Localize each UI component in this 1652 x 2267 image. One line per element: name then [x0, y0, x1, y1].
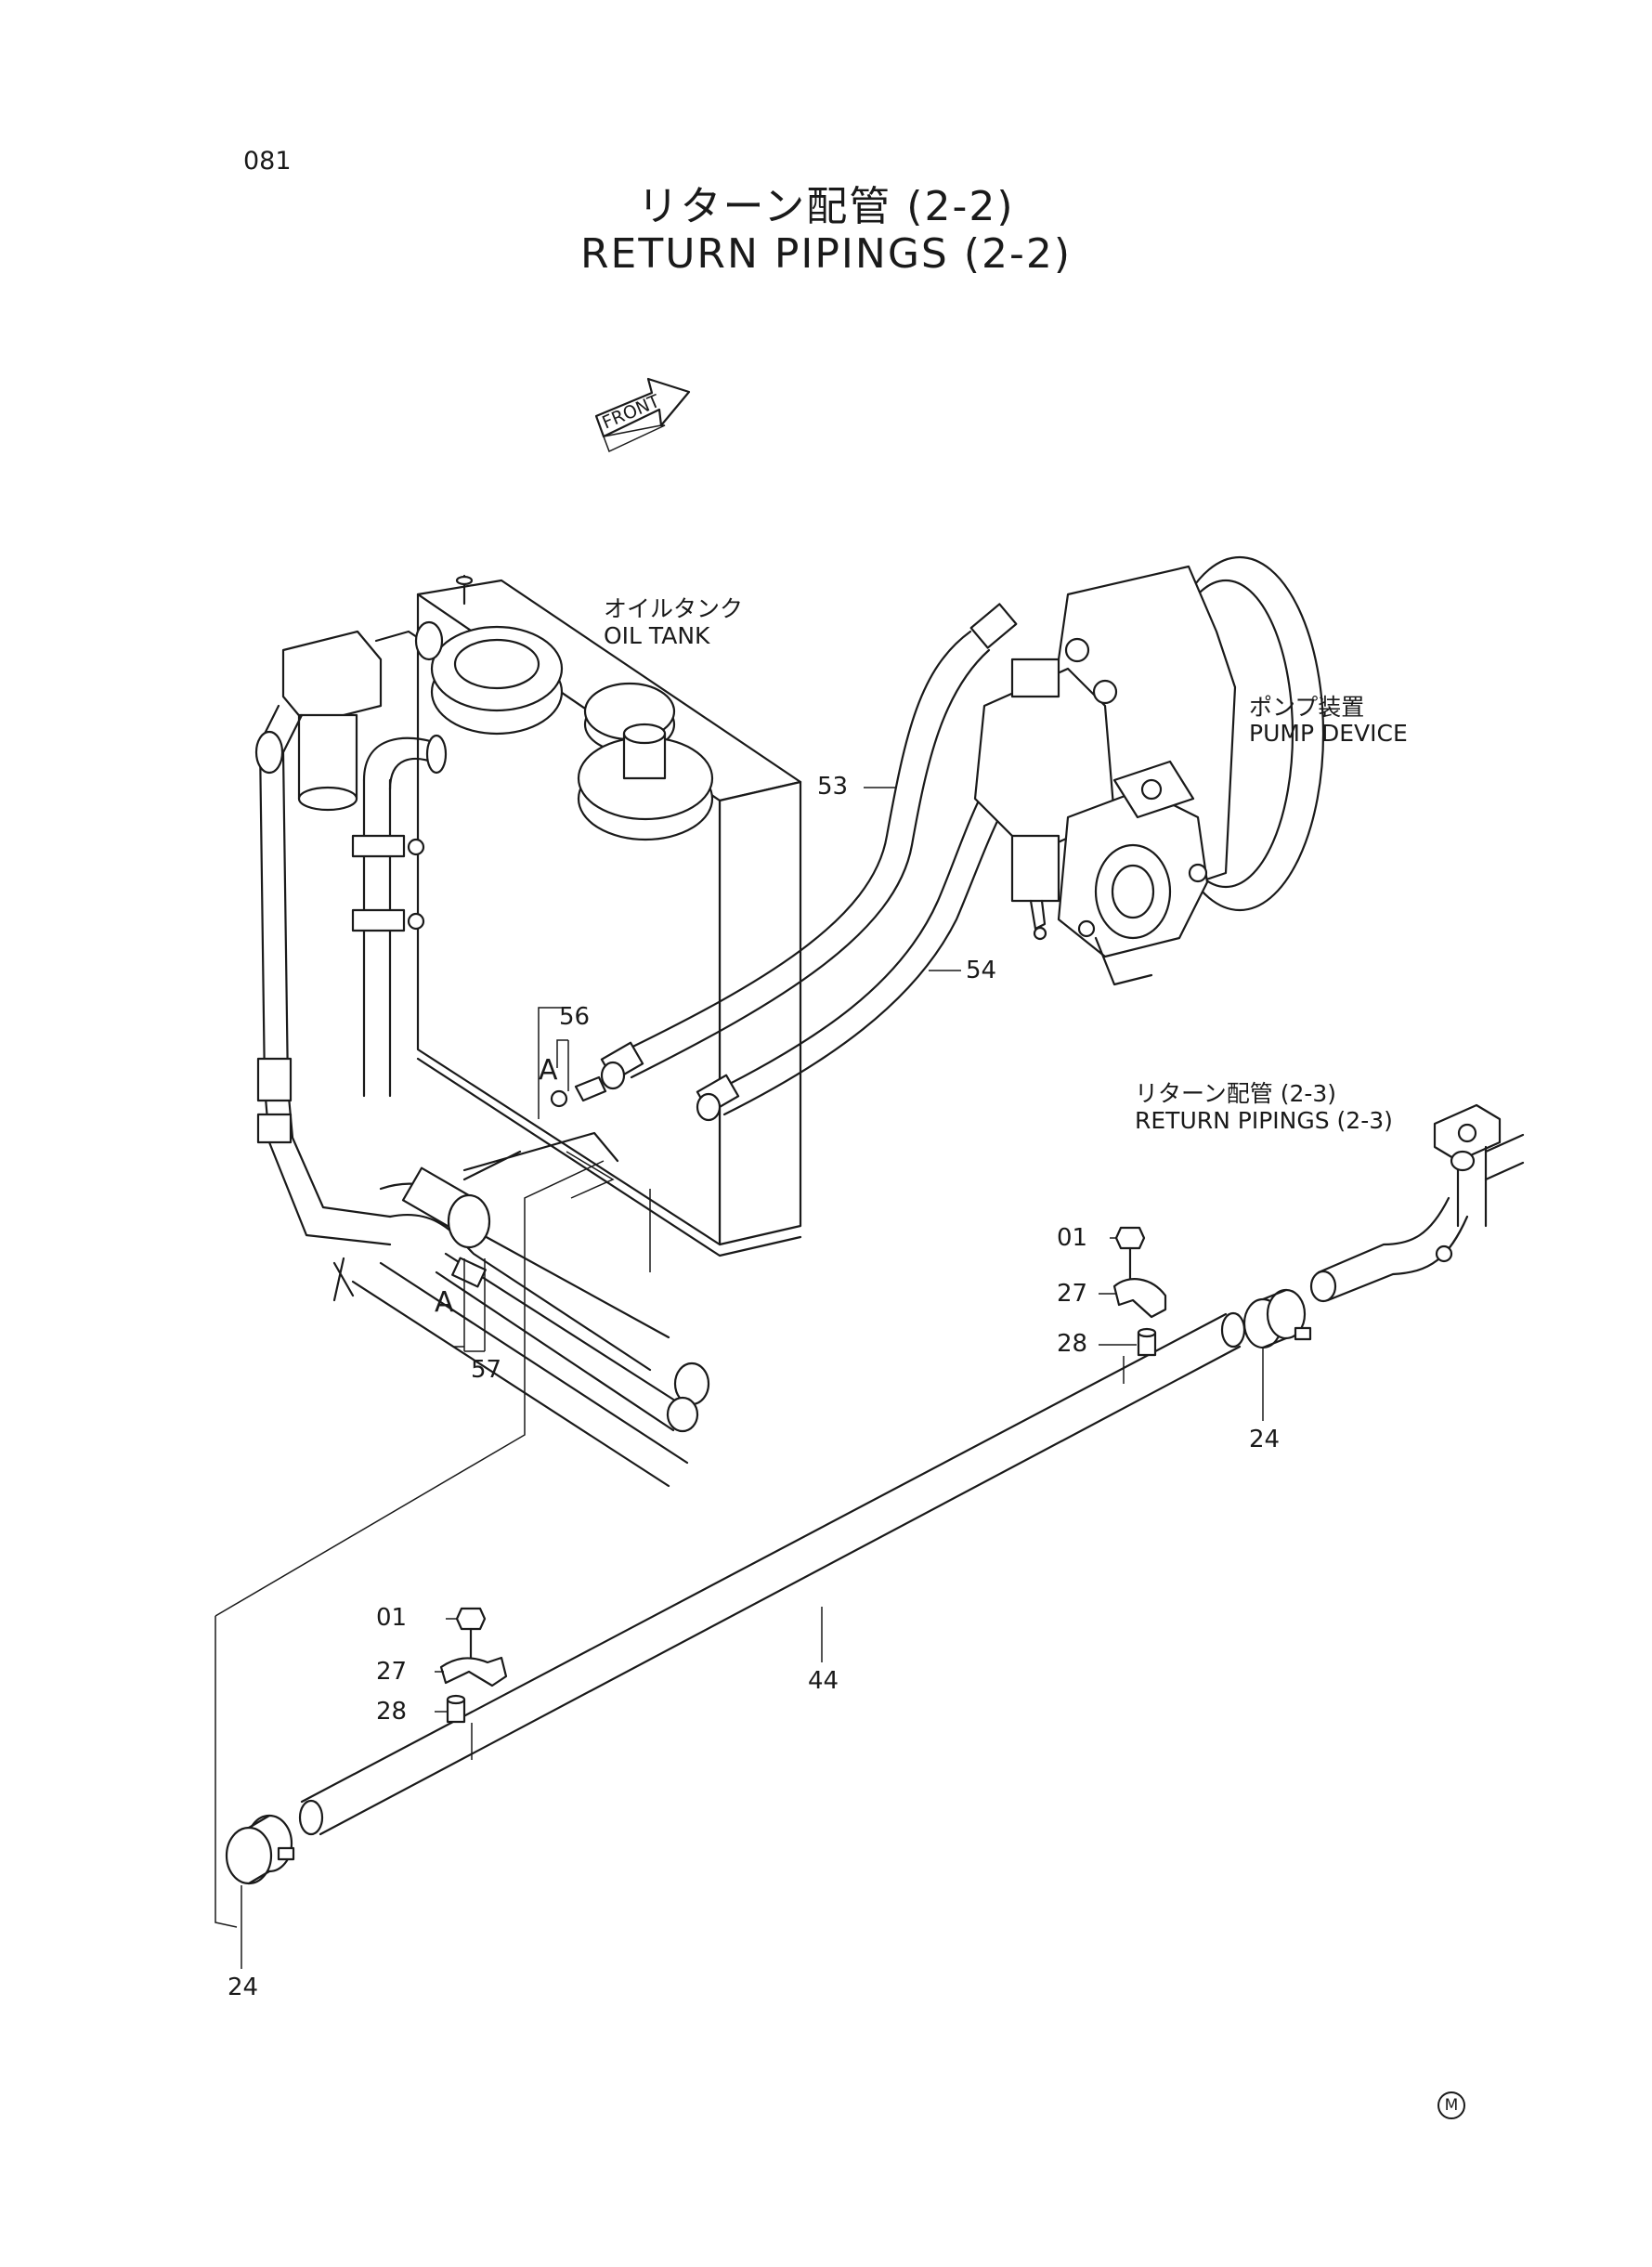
pump-device-label-jp: ポンプ装置: [1249, 694, 1365, 721]
hose-53-54-shape: [550, 603, 1083, 1122]
callout-01-left: 01: [376, 1604, 408, 1632]
callout-44: 44: [808, 1667, 839, 1695]
bolt-clamp-left: [439, 1607, 508, 1724]
bolt-clamp-right: [1112, 1226, 1167, 1357]
callout-56: 56: [559, 1003, 591, 1031]
callout-27-right: 27: [1057, 1280, 1088, 1308]
callout-53: 53: [817, 773, 849, 801]
circled-m-mark: M: [1437, 2091, 1465, 2119]
hose-clamp-24-right: [1242, 1288, 1312, 1349]
return-2-3-fittings: [1309, 1103, 1525, 1303]
oil-tank-shape: [416, 579, 802, 1272]
title-english: RETURN PIPINGS (2-2): [579, 230, 1073, 278]
oil-tank-label-jp: オイルタンク: [604, 595, 744, 622]
page-number: 081: [243, 147, 292, 176]
return-filter-shape: [254, 574, 474, 1246]
callout-a-upper: A: [539, 1054, 558, 1087]
callout-28-right: 28: [1057, 1330, 1088, 1358]
callout-24-right: 24: [1249, 1426, 1281, 1453]
front-arrow-icon: FRONT: [594, 377, 691, 453]
title-japanese: リターン配管 (2-2): [637, 183, 1015, 230]
callout-54: 54: [966, 957, 997, 984]
callout-01-right: 01: [1057, 1224, 1088, 1252]
pump-device-label-en: PUMP DEVICE: [1249, 720, 1408, 747]
leader-lines: [215, 787, 1264, 1969]
callout-a-lower: A: [435, 1286, 454, 1319]
callout-28-left: 28: [376, 1698, 408, 1726]
return-ref-label-jp: リターン配管 (2-3): [1135, 1080, 1337, 1107]
return-pipe-44-shape: [298, 1311, 1246, 1836]
callout-57: 57: [471, 1356, 502, 1384]
hose-clamp-24-left: [225, 1814, 295, 1885]
oil-tank-label-en: OIL TANK: [604, 622, 710, 649]
pump-device-shape: [973, 555, 1325, 986]
mark-letter: M: [1444, 2096, 1459, 2115]
callout-24-left: 24: [228, 1974, 259, 2001]
bottom-return-pipes: [332, 1131, 710, 1488]
return-ref-label-en: RETURN PIPINGS (2-3): [1135, 1107, 1393, 1134]
callout-27-left: 27: [376, 1658, 408, 1686]
